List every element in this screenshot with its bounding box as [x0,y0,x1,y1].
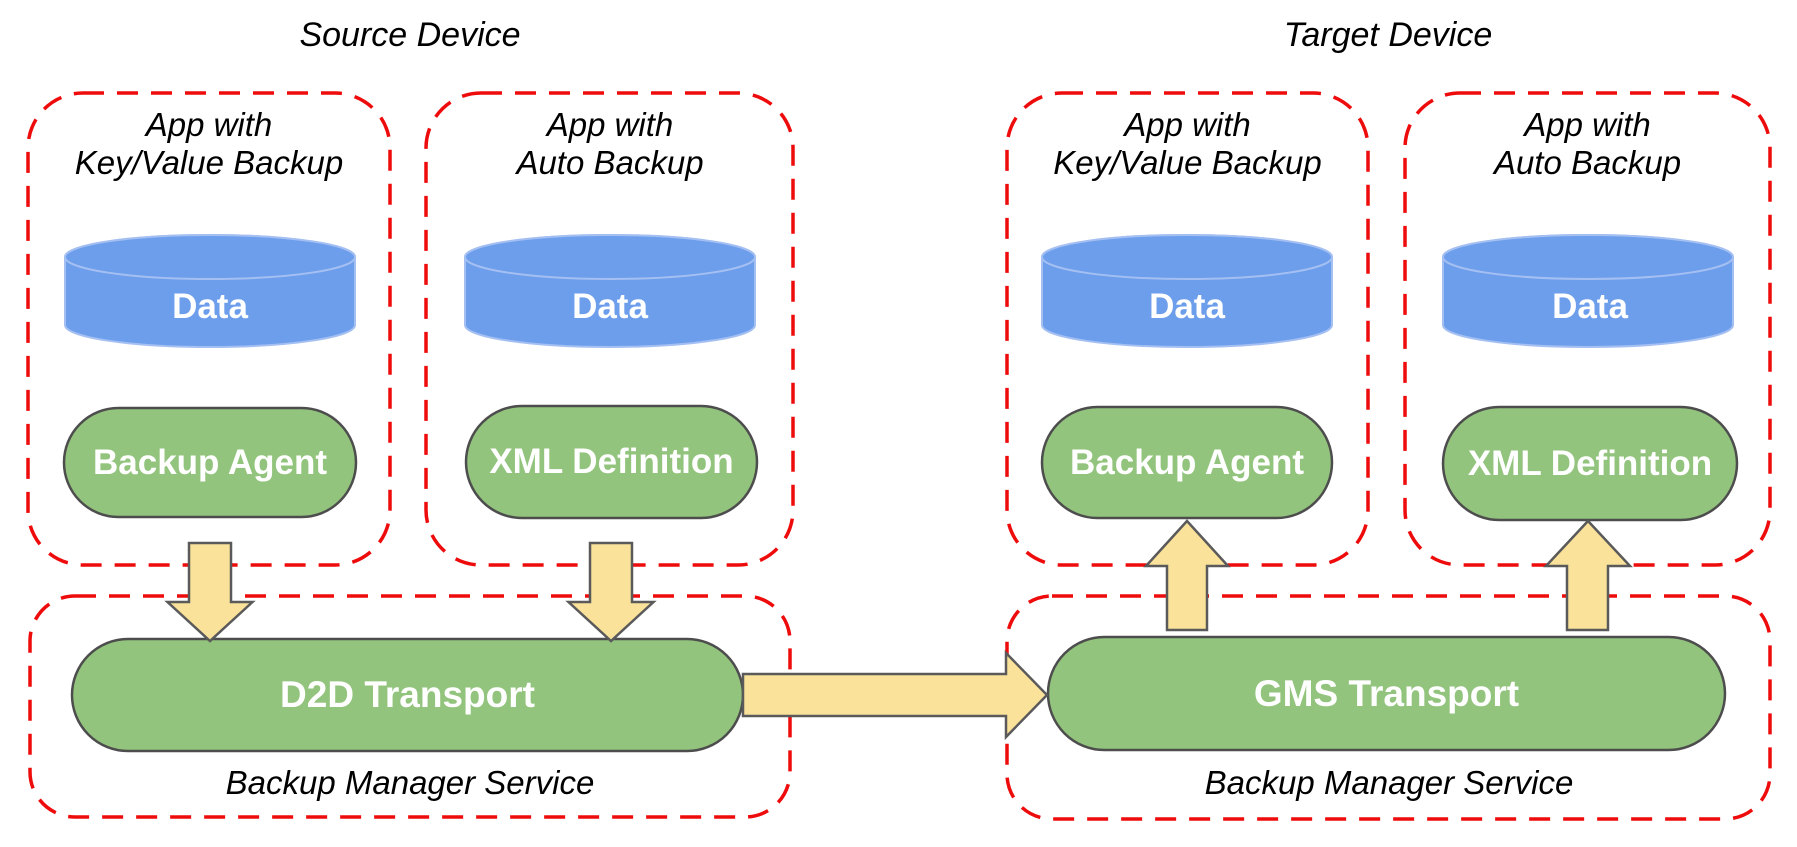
gms-transport-label: GMS Transport [1253,672,1520,714]
backup-agent-pill-target [1040,405,1334,520]
arrow-down-xml-definition-to-d2d-icon [565,541,657,643]
app-box-source-keyvalue [26,91,392,567]
arrow-up-gms-to-backup-agent-icon [1143,519,1231,632]
app-label-line2: Auto Backup [1493,144,1682,181]
backup-agent-label-target: Backup Agent [1069,442,1304,482]
app-box-target-keyvalue [1005,91,1370,567]
data-label-source-keyvalue: Data [172,287,248,326]
app-label-line1: App with [145,106,273,143]
data-cylinder-target-auto [1442,234,1734,348]
backup-agent-label-source: Backup Agent [92,442,327,482]
data-label-source-auto: Data [572,287,648,326]
data-cylinder-source-auto [464,234,756,348]
data-label-target-auto: Data [1552,287,1628,326]
xml-definition-label-source: XML Definition [489,442,734,481]
app-label-source-keyvalue: App with Key/Value Backup [29,102,389,186]
arrow-up-gms-to-xml-definition-icon [1543,519,1633,632]
app-label-line2: Key/Value Backup [1053,144,1322,181]
gms-transport-pill [1046,635,1727,752]
xml-definition-pill-target [1441,405,1739,522]
app-label-target-auto: App with Auto Backup [1405,102,1770,186]
app-label-line1: App with [1524,106,1651,143]
d2d-transport-label: D2D Transport [280,674,535,715]
xml-definition-pill-source [464,404,759,520]
data-label-target-keyvalue: Data [1149,287,1225,326]
backup-agent-pill-source [62,406,358,519]
app-box-target-auto [1403,91,1772,567]
xml-definition-label-target: XML Definition [1467,443,1713,483]
source-device-title: Source Device [299,15,521,54]
app-label-target-keyvalue: App with Key/Value Backup [1007,102,1368,186]
target-device-title: Target Device [1283,15,1493,54]
data-cylinder-target-keyvalue [1041,234,1333,348]
backup-manager-box-source [28,594,792,819]
app-label-line2: Auto Backup [516,144,704,181]
backup-manager-label-source: Backup Manager Service [225,764,595,801]
backup-manager-label-target: Backup Manager Service [1204,764,1574,801]
data-cylinder-source-keyvalue [64,234,356,348]
arrow-down-backup-agent-to-d2d-icon [164,541,256,643]
app-label-line1: App with [1124,106,1251,143]
app-label-line1: App with [546,106,674,143]
app-label-source-auto: App with Auto Backup [427,102,793,186]
app-label-line2: Key/Value Backup [74,144,344,181]
arrow-right-d2d-to-gms-icon [741,649,1049,741]
